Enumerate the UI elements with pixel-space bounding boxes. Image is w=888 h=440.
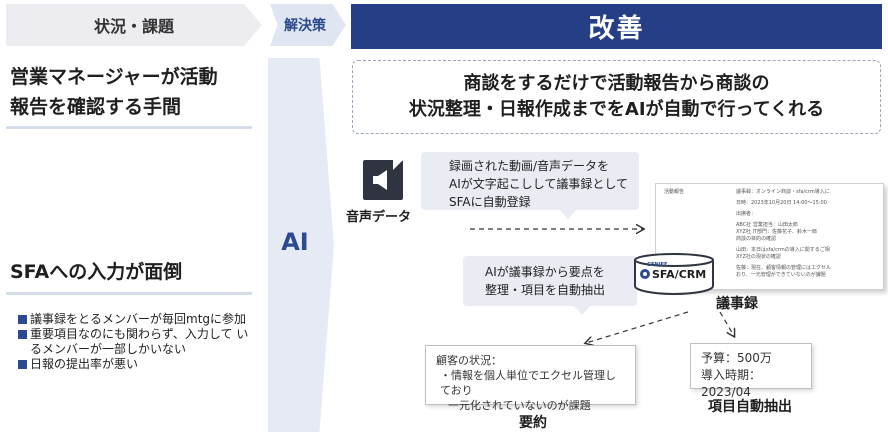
arrow-to-summary (586, 311, 689, 343)
problem-2-title-line: SFAへの入力が面倒 (10, 261, 183, 283)
solution-arrow-band (268, 58, 334, 432)
doc-line: 日時：2023年10月20日 14:00～15:00 (736, 200, 827, 206)
bubble-line: 整理・項目を自動抽出 (485, 283, 606, 297)
doc-line: 佐藤：現在、顧客情報の管理にはエクセル (736, 265, 832, 271)
bubble-line: 録画された動画/音声データを (449, 159, 610, 173)
problem-2-bullets: 議事録をとるメンバーが毎回mtgに参加 重要項目なのにも関わらず、入力して いる… (18, 312, 258, 372)
doc-line: 山田：本日はsfa/crmの導入に関するご相 (736, 247, 830, 253)
doc-body: 議事録：オンライン商談・sfa/crm導入に 日時：2023年10月20日 14… (736, 189, 876, 279)
doc-line: ABC社 営業担当：山田太郎 (736, 222, 798, 228)
header-status-issue: 状況・課題 (6, 4, 262, 46)
extract-output-box: 予算：500万 導入時期：2023/04 (690, 343, 812, 399)
improvement-summary-box: 商談をするだけで活動報告から商談の 状況整理・日報作成までをAIが自動で行ってく… (352, 60, 881, 134)
output-line: ・情報を個人単位でエクセル管理しており (440, 369, 616, 397)
doc-line: XYZ社 IT部門：佐藤花子、鈴木一郎 (736, 229, 818, 235)
output-line: 顧客の状況： (436, 354, 502, 367)
doc-line: 議事録：オンライン商談・sfa/crm導入に (736, 189, 830, 195)
badge-brand: GENIEE (647, 262, 668, 268)
summary-line: 状況整理・日報作成までをAIが自動で行ってくれる (408, 99, 825, 120)
summary-caption: 要約 (519, 415, 547, 431)
square-bullet-icon (18, 360, 27, 369)
audio-data-label: 音声データ (346, 210, 412, 225)
solution-label: AI (281, 228, 309, 256)
divider (6, 126, 252, 129)
arrow-to-extract (719, 311, 734, 336)
header-improvement: 改善 (351, 4, 882, 49)
speaker-icon (363, 160, 403, 200)
output-line: 導入時期：2023/04 (701, 368, 762, 399)
problem-1-title-line: 営業マネージャーが活動 (10, 66, 218, 88)
problem-2-title: SFAへの入力が面倒 (10, 257, 182, 287)
square-bullet-icon (18, 330, 27, 339)
bubble-line: AIが文字起こしして議事録として (449, 177, 629, 191)
problem-1-title-line: 報告を確認する手間 (10, 96, 182, 118)
bullet-text: 日報の提出率が悪い (30, 357, 139, 371)
bullet-text: 重要項目なのにも関わらず、入力して いるメンバーが一部しかいない (30, 327, 249, 356)
bubble-tail (574, 306, 590, 315)
divider (6, 292, 252, 295)
bubble-tail (560, 210, 576, 219)
doc-line: 出席者： (736, 211, 757, 217)
bullet-item: 日報の提出率が悪い (18, 357, 258, 372)
output-line: 予算：500万 (701, 351, 772, 365)
doc-line: おり、一元管理ができていないのが課題 (736, 272, 826, 278)
extract-caption: 項目自動抽出 (708, 399, 792, 415)
minutes-caption: 議事録 (716, 296, 758, 312)
bullet-text: 議事録をとるメンバーが毎回mtgに参加 (30, 312, 247, 326)
square-bullet-icon (18, 315, 27, 324)
summary-output-box: 顧客の状況： ・情報を個人単位でエクセル管理しており 一元化されていないのが課題 (425, 345, 636, 412)
header-solution: 解決策 (270, 4, 346, 46)
page-fold (393, 160, 403, 170)
badge-text: SFA/CRM (652, 268, 707, 281)
output-line: 一元化されていないのが課題 (448, 399, 591, 412)
doc-heading: 活動報告 (664, 189, 685, 195)
doc-line: XYZ社の現状の確認 (736, 254, 781, 260)
problem-1-title: 営業マネージャーが活動 報告を確認する手間 (10, 62, 218, 122)
transcription-bubble: 録画された動画/音声データを AIが文字起こしして議事録として SFAに自動登録 (421, 152, 639, 210)
database-icon (634, 253, 714, 295)
bullet-item: 議事録をとるメンバーが毎回mtgに参加 (18, 312, 258, 327)
bubble-line: SFAに自動登録 (449, 195, 531, 209)
doc-line: 商談の目的の確認 (736, 236, 777, 242)
extraction-bubble: AIが議事録から要点を 整理・項目を自動抽出 (463, 256, 637, 306)
summary-line: 商談をするだけで活動報告から商談の (463, 73, 770, 94)
bubble-line: AIが議事録から要点を (485, 265, 605, 279)
bullet-item: 重要項目なのにも関わらず、入力して いるメンバーが一部しかいない (18, 327, 258, 357)
